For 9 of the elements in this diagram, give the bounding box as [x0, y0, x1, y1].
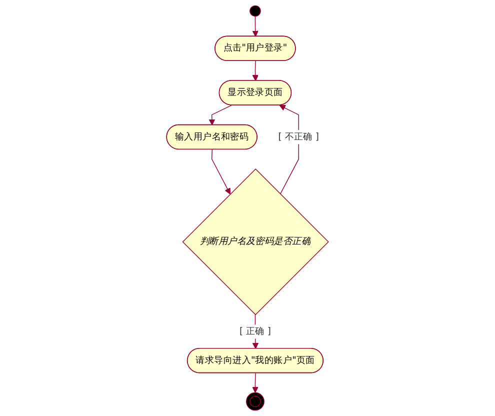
arrow	[252, 16, 258, 37]
edge-label: [ 正确 ]	[239, 326, 271, 337]
node-circle	[246, 392, 264, 411]
node-circle	[250, 5, 261, 17]
arrow	[252, 372, 258, 393]
arrow	[252, 60, 258, 82]
arrow	[208, 104, 232, 126]
arrow	[211, 149, 230, 194]
edge-label: [ 不正确 ]	[278, 131, 319, 142]
